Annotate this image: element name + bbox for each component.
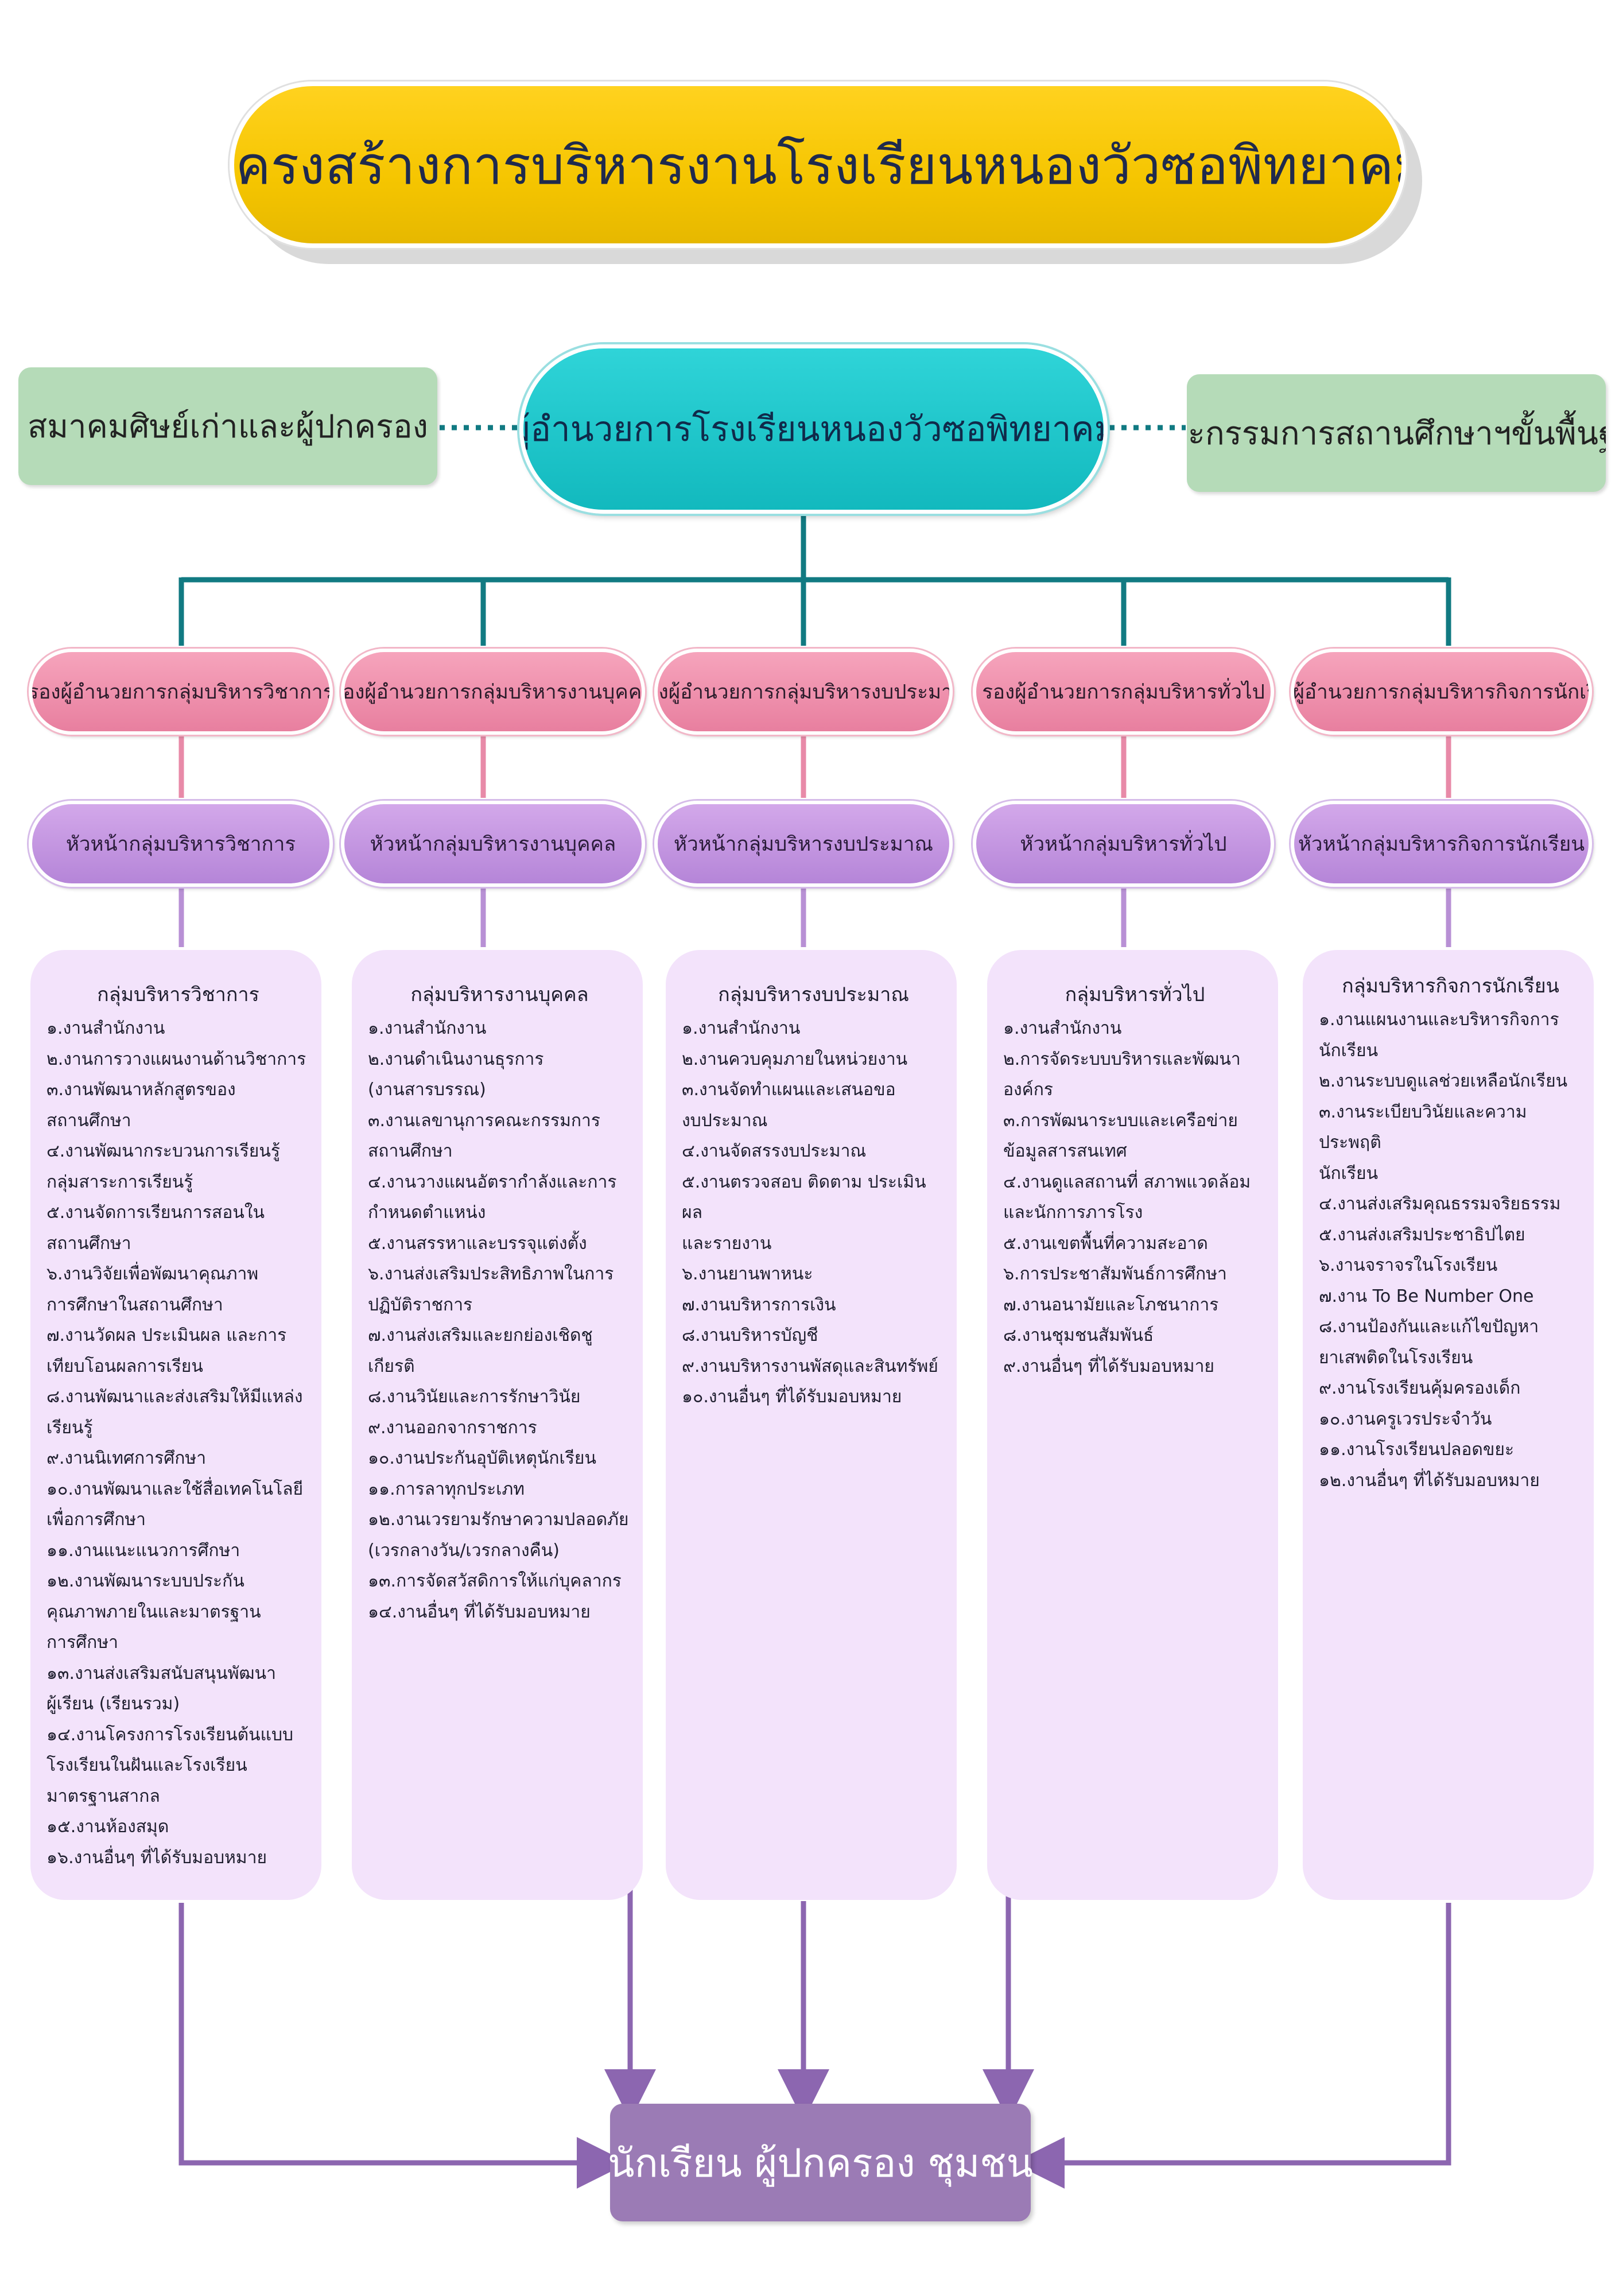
director-tree (178, 514, 1451, 646)
director-box: ผู้อำนวยการโรงเรียนหนองวัวซอพิทยาคม (519, 344, 1108, 514)
head-academic: หัวหน้ากลุ่มบริหารวิชาการ (29, 801, 333, 887)
list-item: ๙.งานโรงเรียนคุ้มครองเด็ก (1319, 1378, 1521, 1398)
list-item: ๑๐.งานครูเวรประจำวัน (1319, 1409, 1492, 1429)
list-item: ๑๕.งานห้องสมุด (46, 1817, 169, 1837)
page-title: โครงสร้างการบริหารงานโรงเรียนหนองวัวซอพิ… (230, 82, 1406, 248)
list-item: ๑๐.งานพัฒนาและใช้สื่อเทคโนโลยี เพื่อการศ… (46, 1479, 304, 1530)
list-item: ๑๒.งานอื่นๆ ที่ได้รับมอบหมาย (1319, 1470, 1540, 1491)
list-item: ๑๓.การจัดสวัสดิการให้แก่บุคลากร (368, 1571, 622, 1591)
list-item: ๗.งานอนามัยและโภชนาการ (1003, 1294, 1219, 1315)
list-item: ๒.งานระบบดูแลช่วยเหลือนักเรียน (1319, 1071, 1568, 1091)
list-item: ๘.งานชุมชนสัมพันธ์ (1003, 1325, 1154, 1345)
box-title: กลุ่มบริหารงานบุคคล (410, 983, 589, 1006)
list-item: ๓.งานพัฒนาหลักสูตรของ สถานศึกษา (46, 1080, 236, 1131)
list-item: ๑๑.การลาทุกประเภท (368, 1479, 525, 1499)
deputy-personnel: รองผู้อำนวยการกลุ่มบริหารงานบุคคล (341, 649, 645, 735)
list-item: ๑๓.งานส่งเสริมสนับสนุนพัฒนา ผู้เรียน (เร… (46, 1663, 276, 1715)
box-title: กลุ่มบริหารงบประมาณ (718, 983, 909, 1006)
deputy-academic: รองผู้อำนวยการกลุ่มบริหารวิชาการ (29, 649, 333, 735)
head-general: หัวหน้ากลุ่มบริหารทั่วไป (973, 801, 1274, 887)
deputy-budget: รองผู้อำนวยการกลุ่มบริหารงบประมาณ (654, 649, 953, 735)
list-item: ๕.งานจัดการเรียนการสอนใน สถานศึกษา (46, 1203, 265, 1254)
list-item: ๔.งานวางแผนอัตรากำลังและการ กำหนดตำแหน่ง (368, 1172, 617, 1223)
list-item: ๑๔.งานอื่นๆ ที่ได้รับมอบหมาย (368, 1601, 591, 1622)
deputy-student-affairs: รองผู้อำนวยการกลุ่มบริหารกิจการนักเรียน (1291, 649, 1592, 735)
list-item: ๑๑.งานแนะแนวการศึกษา (46, 1540, 240, 1561)
list-item: ๘.งานพัฒนาและส่งเสริมให้มีแหล่ง เรียนรู้ (46, 1387, 303, 1438)
budget-duties-box: กลุ่มบริหารงบประมาณ ๑.งานสำนักงาน ๒.งานค… (666, 950, 957, 1900)
list-item: ๙.งานอื่นๆ ที่ได้รับมอบหมาย (1003, 1356, 1214, 1376)
arrows-to-bottom (178, 1883, 1451, 2189)
alumni-parents-box: สมาคมศิษย์เก่าและผู้ปกครอง (18, 367, 437, 485)
list-item: ๙.งานออกจากราชการ (368, 1417, 537, 1438)
list-item: ๓.การพัฒนาระบบและเครือข่าย ข้อมูลสารสนเท… (1003, 1110, 1238, 1162)
list-item: ๔.งานส่งเสริมคุณธรรมจริยธรรม (1319, 1194, 1561, 1214)
list-item: ๔.งานดูแลสถานที่ สภาพแวดล้อม และนักการภา… (1003, 1172, 1251, 1223)
list-item: ๕.งานส่งเสริมประชาธิปไตย (1319, 1224, 1525, 1245)
list-item: ๑๑.งานโรงเรียนปลอดขยะ (1319, 1440, 1515, 1460)
list-item: ๑๔.งานโครงการโรงเรียนต้นแบบ โรงเรียนในฝั… (46, 1724, 294, 1806)
list-item: ๓.งานจัดทำแผนและเสนอขอ งบประมาณ (682, 1080, 896, 1131)
list-item: ๖.การประชาสัมพันธ์การศึกษา (1003, 1264, 1227, 1284)
list-item: ๑๖.งานอื่นๆ ที่ได้รับมอบหมาย (46, 1847, 267, 1868)
personnel-duties-box: กลุ่มบริหารงานบุคคล ๑.งานสำนักงาน ๒.งานด… (352, 950, 643, 1900)
box-title: กลุ่มบริหารวิชาการ (97, 983, 259, 1006)
list-item: ๔.งานจัดสรรงบประมาณ (682, 1141, 867, 1161)
list-item: ๗.งานส่งเสริมและยกย่องเชิดชู เกียรติ (368, 1325, 593, 1376)
list-item: ๖.งานยานพาหนะ (682, 1264, 813, 1284)
list-item: ๒.งานควบคุมภายในหน่วยงาน (682, 1049, 908, 1069)
list-item: ๓.งานเลขานุการคณะกรรมการ สถานศึกษา (368, 1110, 600, 1162)
box-title: กลุ่มบริหารทั่วไป (1065, 983, 1205, 1006)
list-item: ๖.งานจราจรในโรงเรียน (1319, 1255, 1498, 1275)
box-title: กลุ่มบริหารกิจการนักเรียน (1342, 975, 1559, 998)
head-personnel: หัวหน้ากลุ่มบริหารงานบุคคล (341, 801, 645, 887)
list-item: ๙.งานนิเทศการศึกษา (46, 1448, 207, 1468)
academic-duties-box: กลุ่มบริหารวิชาการ ๑.งานสำนักงาน ๒.งานกา… (30, 950, 321, 1900)
list-item: ๖.งานวิจัยเพื่อพัฒนาคุณภาพ การศึกษาในสถา… (46, 1264, 259, 1315)
head-student-affairs: หัวหน้ากลุ่มบริหารกิจการนักเรียน (1291, 801, 1592, 887)
list-item: ๔.งานพัฒนากระบวนการเรียนรู้ กลุ่มสาระการ… (46, 1141, 280, 1192)
list-item: ๒.การจัดระบบบริหารและพัฒนา องค์กร (1003, 1049, 1241, 1100)
list-item: ๒.งานดำเนินงานธุรการ (งานสารบรรณ) (368, 1049, 544, 1100)
list-item: ๕.งานตรวจสอบ ติดตาม ประเมินผล และรายงาน (682, 1172, 926, 1254)
general-duties-box: กลุ่มบริหารทั่วไป ๑.งานสำนักงาน ๒.การจัด… (987, 950, 1278, 1900)
deputy-head-links (178, 736, 1451, 798)
list-item: ๙.งานบริหารงานพัสดุและสินทรัพย์ (682, 1356, 938, 1376)
head-budget: หัวหน้ากลุ่มบริหารงบประมาณ (654, 801, 953, 887)
list-item: ๘.งานวินัยและการรักษาวินัย (368, 1387, 581, 1407)
list-item: ๒.งานการวางแผนงานด้านวิชาการ (46, 1049, 306, 1069)
list-item: ๕.งานสรรหาและบรรจุแต่งตั้ง (368, 1233, 587, 1254)
list-item: ๑๒.งานเวรยามรักษาความปลอดภัย (เวรกลางวัน… (368, 1510, 629, 1561)
list-item: ๑.งานสำนักงาน (682, 1018, 801, 1038)
list-item: ๑.งานสำนักงาน (46, 1018, 165, 1038)
list-item: ๗.งาน To Be Number One (1319, 1286, 1534, 1306)
list-item: ๑๐.งานอื่นๆ ที่ได้รับมอบหมาย (682, 1387, 902, 1407)
students-parents-community-box: นักเรียน ผู้ปกครอง ชุมชน (608, 2104, 1033, 2221)
list-item: ๑.งานแผนงานและบริหารกิจการ นักเรียน (1319, 1010, 1559, 1061)
head-box-links (178, 888, 1451, 947)
list-item: ๑๒.งานพัฒนาระบบประกัน คุณภาพภายในและมาตร… (46, 1571, 261, 1653)
list-item: ๗.งานบริหารการเงิน (682, 1294, 836, 1315)
list-item: ๖.งานส่งเสริมประสิทธิภาพในการ ปฏิบัติราช… (368, 1264, 614, 1315)
list-item: ๑.งานสำนักงาน (368, 1018, 487, 1038)
list-item: ๕.งานเขตพื้นที่ความสะอาด (1003, 1233, 1208, 1254)
deputy-general: รองผู้อำนวยการกลุ่มบริหารทั่วไป (973, 649, 1274, 735)
list-item: ๑.งานสำนักงาน (1003, 1018, 1122, 1038)
list-item: ๓.งานระเบียบวินัยและความประพฤติ นักเรียน (1319, 1102, 1527, 1184)
list-item: ๘.งานป้องกันและแก้ไขปัญหา ยาเสพติดในโรงเ… (1319, 1317, 1539, 1368)
list-item: ๘.งานบริหารบัญชี (682, 1325, 818, 1345)
student-affairs-duties-box: กลุ่มบริหารกิจการนักเรียน ๑.งานแผนงานและ… (1303, 950, 1594, 1900)
list-item: ๗.งานวัดผล ประเมินผล และการ เทียบโอนผลกา… (46, 1325, 287, 1376)
list-item: ๑๐.งานประกันอุบัติเหตุนักเรียน (368, 1448, 597, 1468)
